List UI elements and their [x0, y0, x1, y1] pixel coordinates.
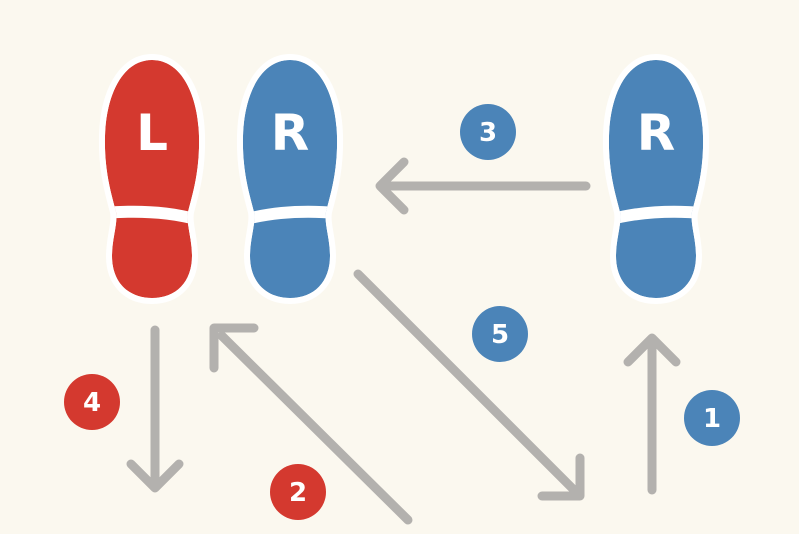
right-foot-start-sole — [242, 60, 338, 298]
step-badge-1: 1 — [684, 390, 740, 446]
right-foot-moved-instep-gap — [608, 205, 704, 230]
step-badge-3-number: 3 — [479, 118, 497, 148]
step-badge-5: 5 — [472, 306, 528, 362]
left-foot-instep-gap — [104, 205, 200, 230]
right-footprint-moved: R — [596, 60, 716, 298]
step-badge-3-circle — [460, 104, 516, 160]
arrow-up-icon — [623, 333, 681, 495]
step-badge-2: 2 — [270, 464, 326, 520]
step-badge-5-number: 5 — [491, 320, 509, 350]
step-badge-3: 3 — [460, 104, 516, 160]
arrow-up-left-icon — [209, 323, 413, 525]
arrow-left-icon — [375, 157, 591, 215]
step-badge-5-circle — [472, 306, 528, 362]
step-badge-1-circle — [684, 390, 740, 446]
arrow-down-icon — [126, 325, 184, 493]
right-foot-start-instep-gap — [242, 205, 338, 230]
right-foot-moved-letter: R — [637, 104, 676, 162]
step-badge-2-number: 2 — [289, 478, 307, 508]
step-badge-4-circle — [64, 374, 120, 430]
step-badge-1-number: 1 — [703, 404, 721, 434]
right-foot-start-letter: R — [271, 104, 310, 162]
left-foot-letter: L — [136, 104, 168, 162]
left-footprint: L — [92, 60, 212, 298]
right-footprint-start: R — [230, 60, 350, 298]
step-badge-4: 4 — [64, 374, 120, 430]
right-foot-moved-sole — [608, 60, 704, 298]
step-badge-2-circle — [270, 464, 326, 520]
step-badge-4-number: 4 — [83, 388, 101, 418]
arrow-down-right-icon — [353, 269, 585, 501]
left-foot-sole — [104, 60, 200, 298]
